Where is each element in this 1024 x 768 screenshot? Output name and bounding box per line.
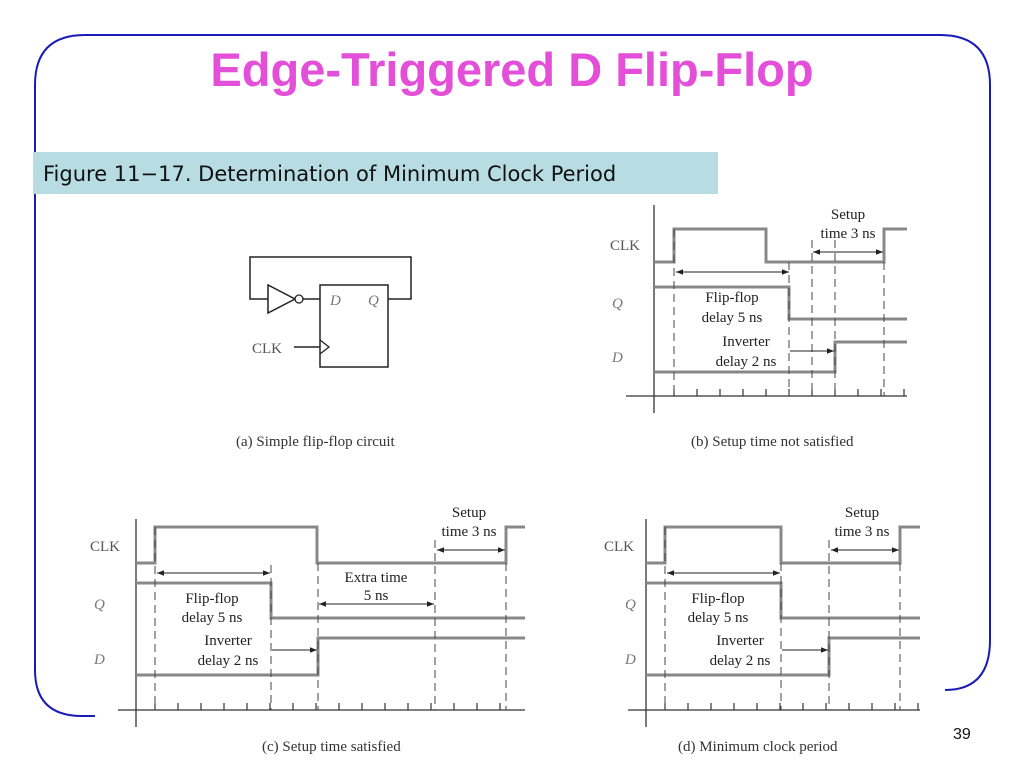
caption-b: (b) Setup time not satisfied [691,434,854,450]
ff-delay-b-1: Flip-flop [705,290,758,306]
setup-label-c-2: time 3 ns [442,524,497,540]
inv-delay-d-2: delay 2 ns [710,653,771,669]
q-label-c: Q [94,597,105,613]
setup-label-b-2: time 3 ns [821,226,876,242]
caption-d: (d) Minimum clock period [678,739,838,755]
setup-label-d-2: time 3 ns [835,524,890,540]
setup-label-c-1: Setup [452,505,486,521]
inv-delay-b-2: delay 2 ns [716,354,777,370]
d-waveform-c [136,636,525,677]
ff-delay-c-1: Flip-flop [185,591,238,607]
q-label-b: Q [612,296,623,312]
inv-delay-c-2: delay 2 ns [198,653,259,669]
page-number: 39 [953,726,971,743]
extra-time-c-2: 5 ns [364,588,389,604]
q-label-d: Q [625,597,636,613]
setup-label-d-1: Setup [845,505,879,521]
q-waveform-c [136,581,525,620]
inv-delay-d-1: Inverter [716,633,763,649]
q-waveform-d [646,581,920,620]
d-label-d: D [624,652,636,668]
timing-panel-d: CLK Q D Setup time 3 ns Flip-flop delay … [604,505,920,755]
inv-delay-b-1: Inverter [722,334,769,350]
inv-delay-c-1: Inverter [204,633,251,649]
inverter-symbol [267,283,297,315]
ff-delay-c-2: delay 5 ns [182,610,243,626]
figure-label: Figure 11−17. Determination of Minimum C… [33,152,718,194]
q-output-label: Q [368,293,379,309]
clk-label-c: CLK [90,539,120,555]
d-label-c: D [93,652,105,668]
d-label-b: D [611,350,623,366]
d-input-label: D [329,293,341,309]
setup-label-b-1: Setup [831,207,865,223]
d-waveform-d [646,636,920,677]
clk-label-d: CLK [604,539,634,555]
timing-panel-b: CLK Q D Setup time 3 ns Flip-flop delay … [610,205,907,450]
ff-delay-d-1: Flip-flop [691,591,744,607]
d-waveform-b [654,340,907,374]
clk-label-b: CLK [610,238,640,254]
extra-time-c-1: Extra time [345,570,408,586]
caption-a: (a) Simple flip-flop circuit [236,434,396,450]
caption-c: (c) Setup time satisfied [262,739,401,755]
ff-delay-b-2: delay 5 ns [702,310,763,326]
flip-flop-circuit: D Q CLK (a) Simple flip-flop circuit [236,256,412,450]
ff-delay-d-2: delay 5 ns [688,610,749,626]
slide-title: Edge-Triggered D Flip-Flop [210,43,814,96]
q-waveform-b [654,285,907,321]
clk-input-label: CLK [252,341,282,357]
timing-panel-c: CLK Q D Setup time 3 ns Extra time 5 ns … [90,505,525,755]
